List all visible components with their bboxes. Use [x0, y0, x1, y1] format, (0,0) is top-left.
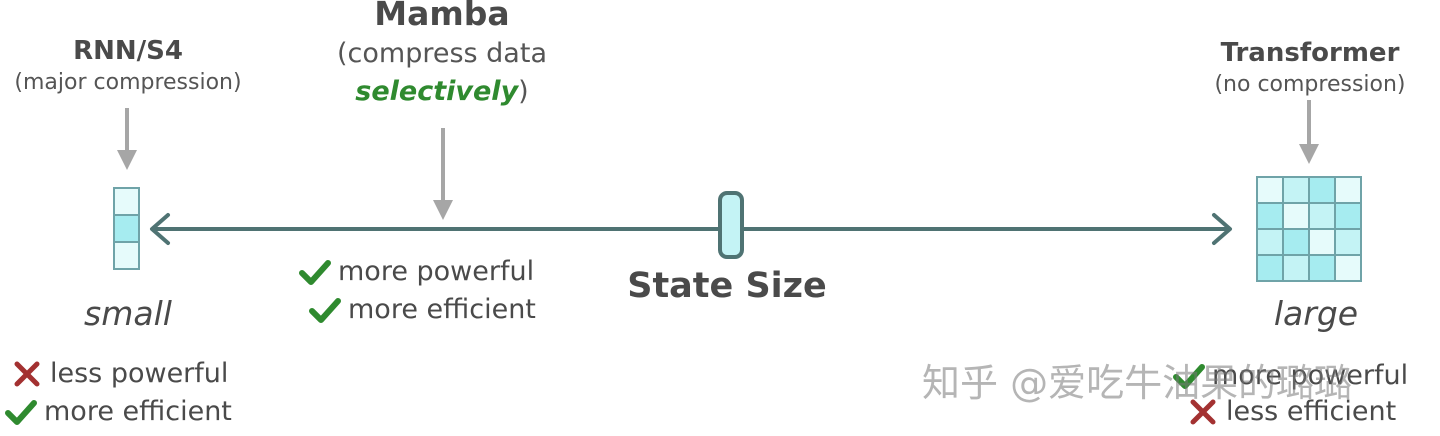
mamba-subtitle-line2: selectively) [292, 76, 592, 107]
rnn-down-arrow [117, 108, 137, 170]
rnn-item-more-efficient: more efficient [4, 396, 232, 427]
transformer-item-less-efficient-text: less efficient [1226, 396, 1397, 427]
rnn-title: RNN/S4 [73, 36, 183, 66]
watermark-text: 知乎 @爱吃牛油果的璐璐 [922, 361, 1353, 405]
mamba-item-more-efficient-text: more efficient [348, 294, 536, 325]
cross-icon [1190, 399, 1216, 424]
check-icon [5, 399, 37, 425]
transformer-down-arrow [1299, 100, 1319, 164]
rnn-item-more-efficient-text: more efficient [44, 396, 232, 427]
transformer-item-more-powerful-text: more powerful [1212, 360, 1409, 391]
check-icon [309, 297, 341, 323]
mamba-subtitle-line1: (compress data [337, 38, 547, 69]
mamba-item-more-powerful-text: more powerful [338, 256, 535, 287]
state-size-axis [150, 213, 1232, 245]
small-label: small [84, 294, 172, 333]
transformer-title: Transformer [1220, 38, 1400, 68]
small-state-cells [113, 187, 140, 270]
rnn-item-less-powerful: less powerful [10, 358, 228, 389]
mamba-down-arrow [433, 128, 453, 220]
mamba-title: Mamba [374, 0, 510, 33]
axis-left-arrowhead [150, 213, 170, 245]
large-state-grid [1256, 176, 1362, 282]
axis-right-arrowhead [1212, 213, 1232, 245]
transformer-subtitle: (no compression) [1214, 72, 1406, 97]
rnn-item-less-powerful-text: less powerful [50, 358, 229, 389]
transformer-item-less-efficient: less efficient [1186, 396, 1396, 427]
check-icon [1173, 363, 1205, 389]
large-label: large [1273, 294, 1359, 333]
mamba-selectively-highlight: selectively [355, 76, 519, 107]
rnn-subtitle: (major compression) [14, 70, 242, 95]
state-size-slider-marker [718, 191, 744, 259]
mamba-item-more-powerful: more powerful [298, 256, 534, 287]
cross-icon [14, 361, 40, 386]
transformer-item-more-powerful: more powerful [1172, 360, 1408, 391]
state-size-label: State Size [627, 266, 827, 306]
mamba-subtitle-close: ) [518, 76, 529, 107]
mamba-item-more-efficient: more efficient [308, 294, 536, 325]
check-icon [299, 259, 331, 285]
